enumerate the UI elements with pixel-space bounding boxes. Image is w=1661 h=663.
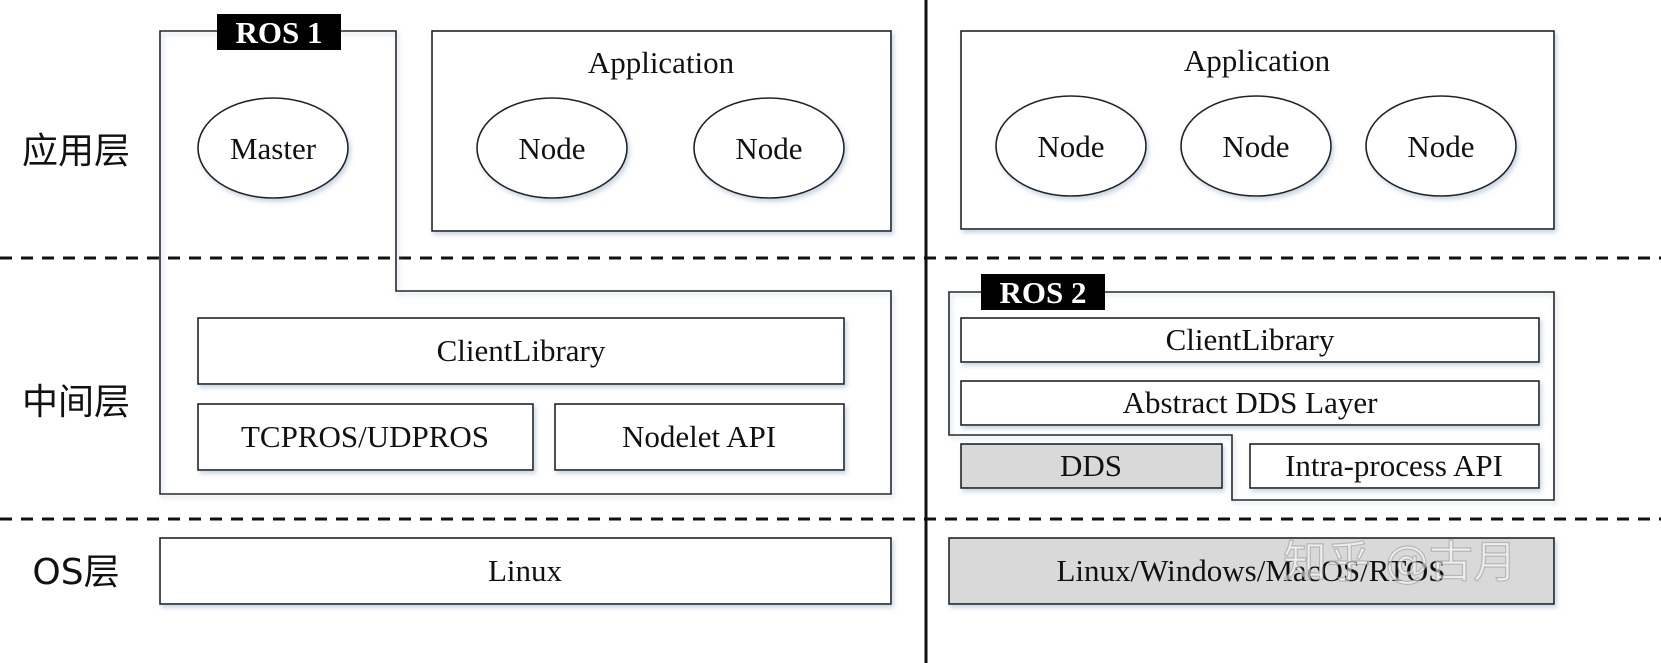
ros1-transport-label: TCPROS/UDPROS xyxy=(241,419,489,454)
ros2-node-1 xyxy=(995,95,1147,197)
ros2-frame xyxy=(948,291,1555,501)
layer-label-app: 应用层 xyxy=(22,131,130,172)
ros2-node-3-label: Node xyxy=(1407,129,1474,164)
ros1-nodelet-api-label: Nodelet API xyxy=(622,419,776,454)
ros2-os-label: Linux/Windows/MacOS/RTOS xyxy=(1057,553,1446,588)
ros1-application-label: Application xyxy=(588,45,735,80)
ros2-abstract-dds-layer xyxy=(960,380,1540,426)
ros1-client-library-label: ClientLibrary xyxy=(437,333,606,368)
ros2-node-3 xyxy=(1365,95,1517,197)
ros1-tag-label: ROS 1 xyxy=(236,15,323,50)
ros2-node-1-label: Node xyxy=(1037,129,1104,164)
ros1-node-1-label: Node xyxy=(518,131,585,166)
watermark: 知乎 @古月 xyxy=(1283,537,1517,588)
ros2-node-2 xyxy=(1180,95,1332,197)
ros2-intra-process-api xyxy=(1249,443,1540,489)
ros2-os-box xyxy=(948,537,1555,605)
ros2-dds-label: DDS xyxy=(1060,448,1122,483)
ros1-client-library xyxy=(197,317,845,385)
ros1-os-box xyxy=(159,537,892,605)
layer-label-middle: 中间层 xyxy=(22,382,130,423)
ros1-node-2 xyxy=(693,97,845,199)
ros2-client-library-label: ClientLibrary xyxy=(1166,322,1335,357)
ros1-os-label: Linux xyxy=(488,553,563,588)
ros2-client-library xyxy=(960,317,1540,363)
ros2-tag xyxy=(981,274,1105,310)
ros2-node-2-label: Node xyxy=(1222,129,1289,164)
ros1-frame xyxy=(159,30,892,495)
ros2-abstract-dds-layer-label: Abstract DDS Layer xyxy=(1123,385,1378,420)
ros2-application-label: Application xyxy=(1184,43,1331,78)
ros2-tag-label: ROS 2 xyxy=(1000,275,1087,310)
ros1-master-node xyxy=(197,97,349,199)
ros2-intra-process-api-label: Intra-process API xyxy=(1285,448,1503,483)
ros1-transport xyxy=(197,403,534,471)
ros1-node-1 xyxy=(476,97,628,199)
ros1-master-label: Master xyxy=(230,131,317,166)
ros2-dds xyxy=(960,443,1223,489)
layer-label-os: OS层 xyxy=(32,552,119,593)
ros1-node-2-label: Node xyxy=(735,131,802,166)
ros1-nodelet-api xyxy=(554,403,845,471)
ros1-tag xyxy=(217,14,341,50)
